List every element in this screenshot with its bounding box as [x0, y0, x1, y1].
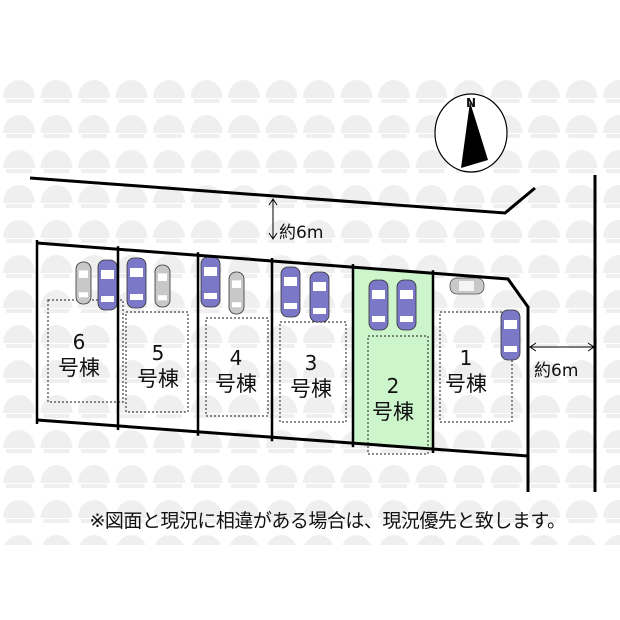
- lot-2[interactable]: 2号棟: [353, 267, 433, 455]
- lot-suffix: 号棟: [445, 372, 487, 396]
- parked-car-icon: [97, 259, 118, 311]
- lot-suffix: 号棟: [58, 356, 100, 380]
- north-road-dimension: 約6m: [268, 198, 323, 243]
- disclaimer-caption: ※図面と現況に相違がある場合は、現況優先と致します。: [89, 510, 566, 532]
- lot-suffix: 号棟: [137, 367, 179, 391]
- compass-icon: N: [434, 93, 508, 173]
- lot-6[interactable]: 6号棟: [47, 259, 124, 403]
- north-road-edge: [29, 176, 536, 215]
- east-road-dimension: 約6m: [529, 342, 595, 381]
- lot-number: 4: [230, 346, 243, 370]
- parked-car-icon: [200, 256, 221, 308]
- lot-suffix: 号棟: [290, 377, 332, 401]
- optional-parking-car-icon: [154, 264, 171, 308]
- building-footprint: [367, 335, 429, 455]
- parked-car-icon: [500, 309, 521, 361]
- lot-3[interactable]: 3号棟: [279, 266, 347, 423]
- lot-number: 3: [305, 351, 318, 375]
- building-footprint: [125, 311, 189, 413]
- lot-1[interactable]: 1号棟: [439, 277, 521, 423]
- lot-suffix: 号棟: [372, 400, 414, 424]
- building-footprint: [439, 311, 513, 423]
- lot-number: 6: [73, 330, 86, 354]
- building-footprint: [279, 321, 347, 423]
- lot-5[interactable]: 5号棟: [125, 257, 189, 413]
- optional-parking-car-icon: [449, 277, 485, 295]
- north-label: N: [466, 96, 476, 110]
- optional-parking-car-icon: [228, 271, 245, 315]
- parked-car-icon: [368, 279, 389, 331]
- north-road-width-label: 約6m: [279, 223, 323, 243]
- lot-number: 2: [387, 374, 400, 398]
- parked-car-icon: [396, 279, 417, 331]
- east-road-width-label: 約6m: [534, 361, 578, 381]
- parked-car-icon: [126, 257, 147, 309]
- lot-number: 5: [152, 341, 165, 365]
- optional-parking-car-icon: [75, 261, 92, 305]
- lot-suffix: 号棟: [215, 372, 257, 396]
- parked-car-icon: [309, 271, 330, 323]
- parked-car-icon: [280, 266, 301, 318]
- lot-number: 1: [460, 346, 473, 370]
- lot-4[interactable]: 4号棟: [200, 256, 269, 417]
